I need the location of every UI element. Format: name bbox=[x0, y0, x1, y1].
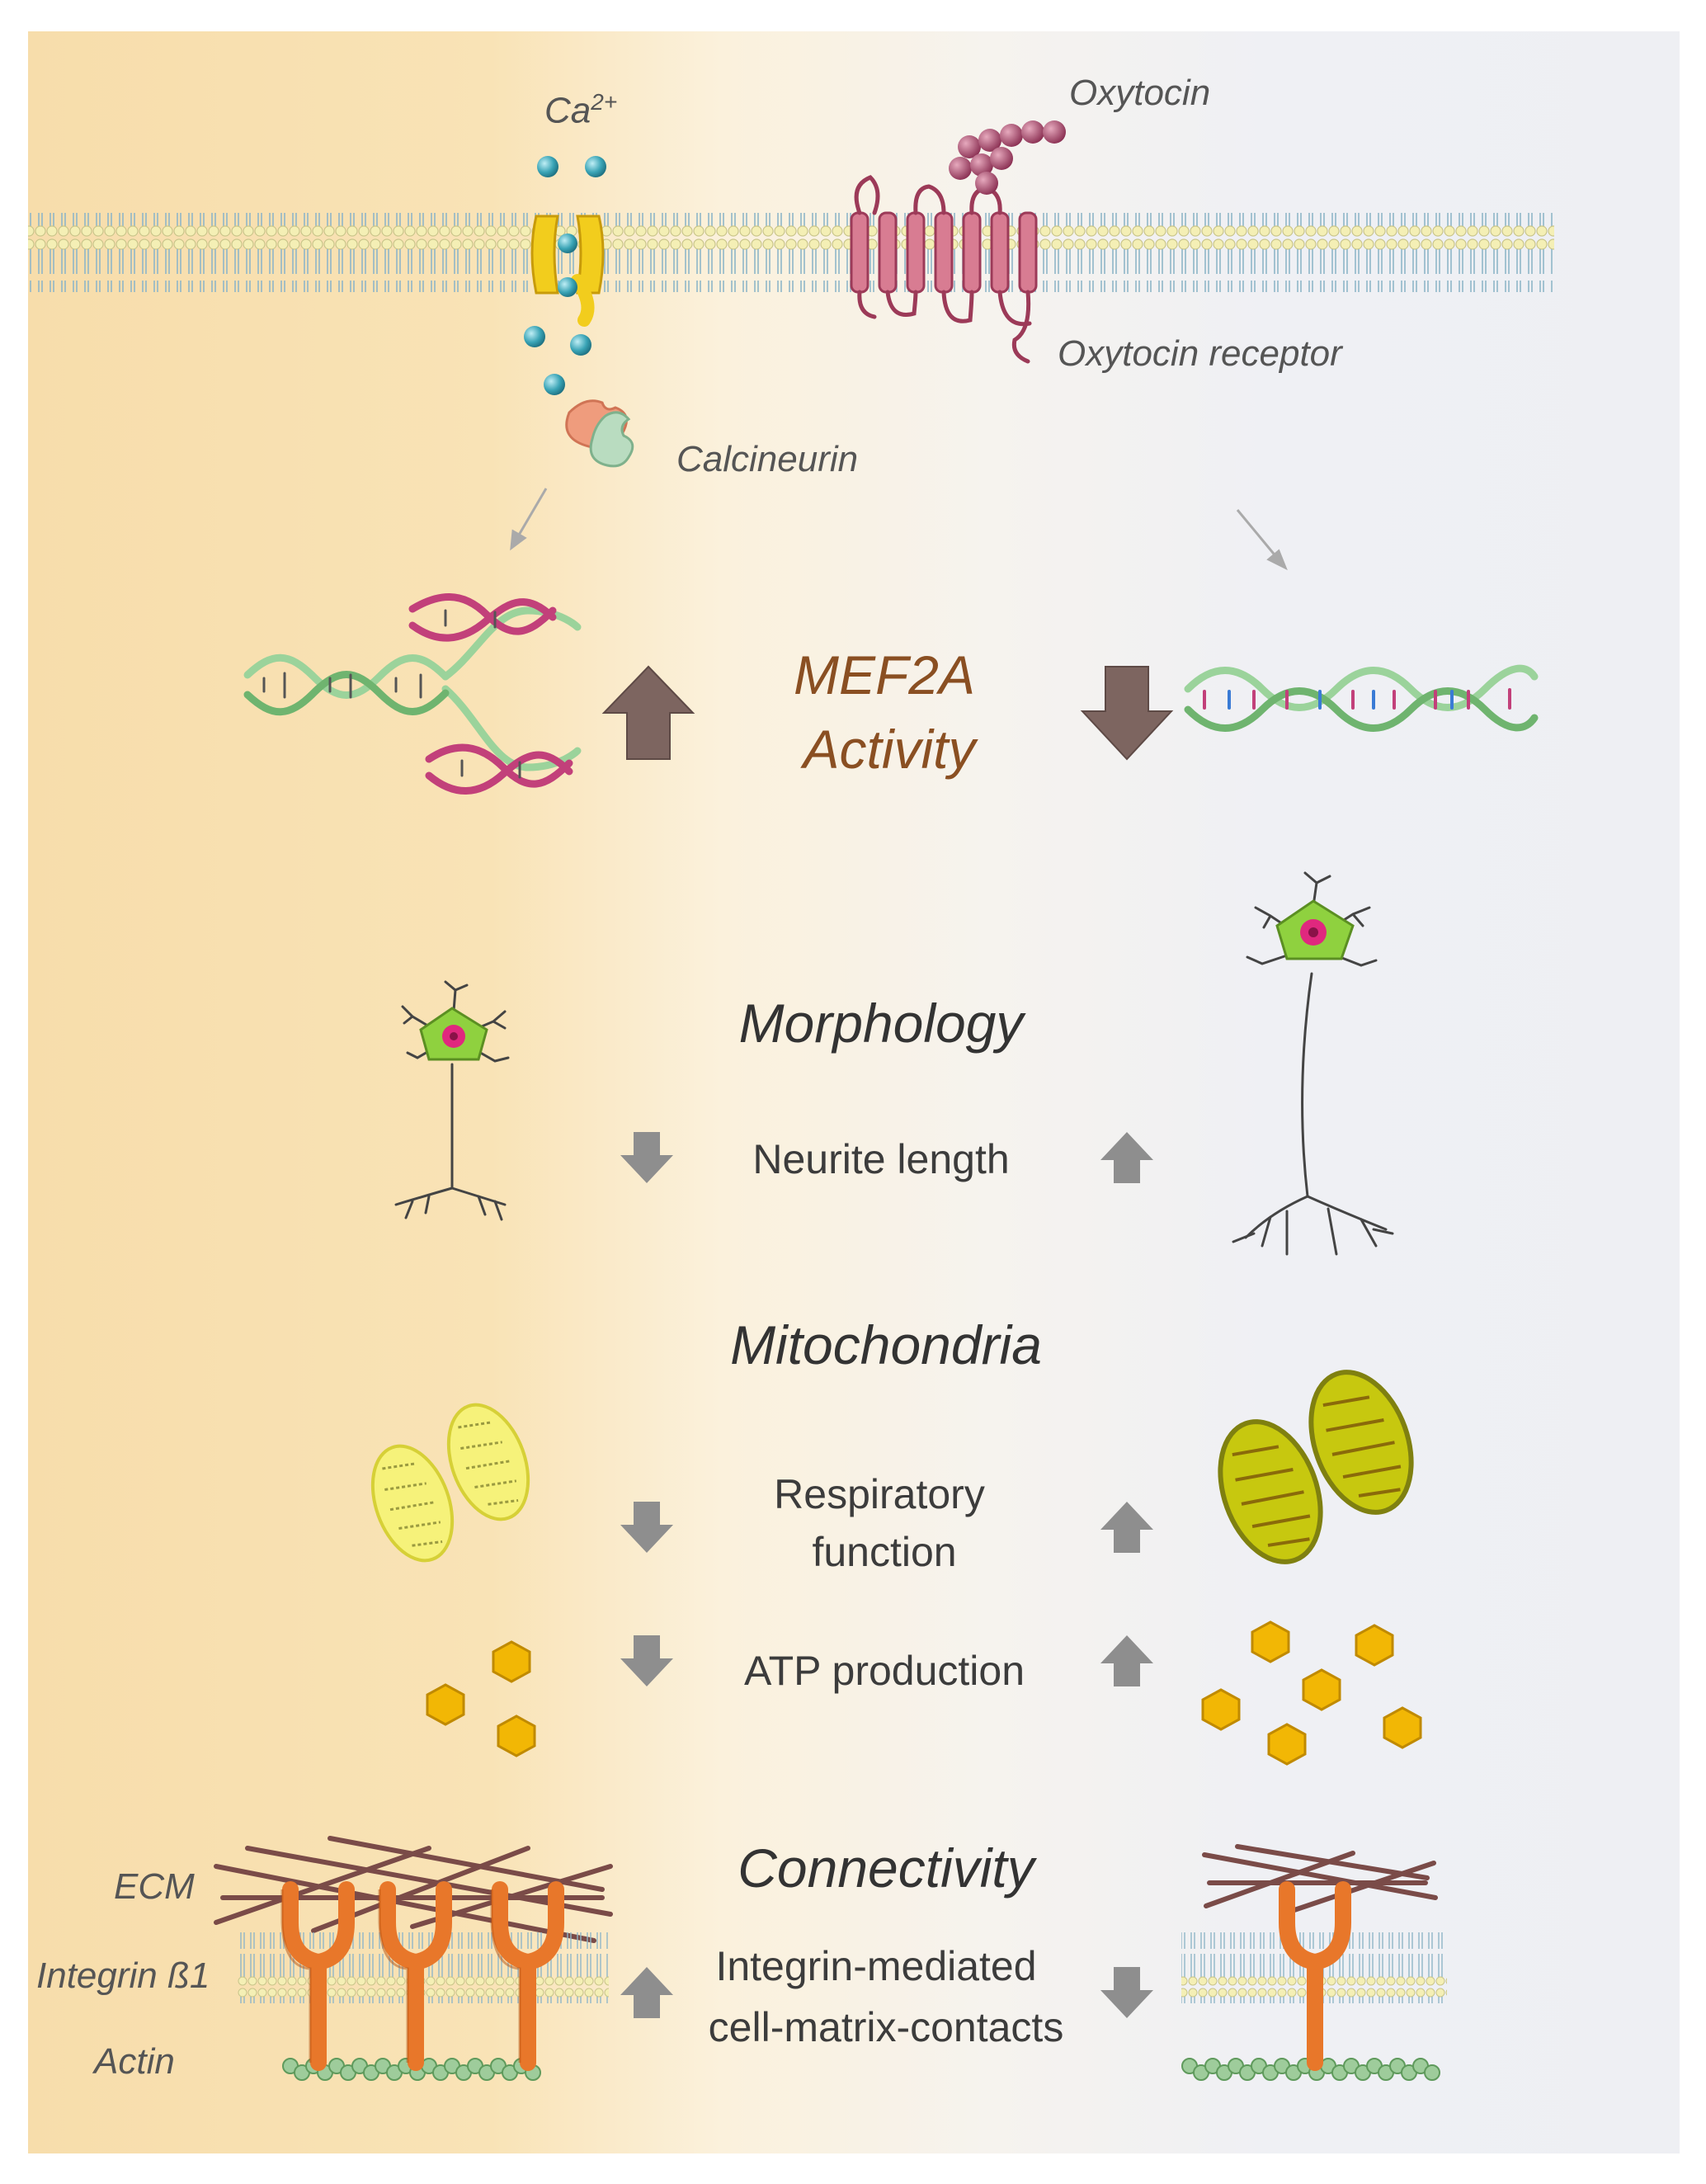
actin-right-icon bbox=[1181, 2058, 1440, 2081]
integrin-right-icon bbox=[1279, 1881, 1351, 2071]
oxytocin-peptide-icon bbox=[949, 120, 1066, 195]
calcineurin-label: Calcineurin bbox=[676, 439, 859, 479]
neurite-length-label: Neurite length bbox=[752, 1136, 1010, 1182]
integrin-mediated-label: Integrin-mediated bbox=[715, 1943, 1037, 1989]
mef2a-title: MEF2A bbox=[793, 644, 976, 705]
integrin-up-arrow-icon bbox=[620, 1967, 673, 2018]
pathway-arrow-left bbox=[510, 488, 548, 551]
mitochondria-pale-icon bbox=[370, 1403, 530, 1563]
oxytocin-label: Oxytocin bbox=[1069, 73, 1211, 113]
function-label: function bbox=[812, 1529, 957, 1575]
atp-few-icon bbox=[426, 1640, 536, 1757]
receptor-loops bbox=[854, 175, 1032, 364]
dna-helix-icon bbox=[1184, 664, 1539, 732]
atp-down-arrow-icon bbox=[620, 1635, 673, 1686]
ecm-label: ECM bbox=[114, 1866, 195, 1907]
integrin-down-arrow-icon bbox=[1100, 1967, 1153, 2018]
integrin-b1-label: Integrin ß1 bbox=[36, 1955, 210, 1996]
short-neuron-icon bbox=[394, 980, 510, 1221]
calcium-label: Ca2+ bbox=[544, 89, 618, 131]
atp-many-icon bbox=[1201, 1620, 1422, 1766]
integrin-left-icons bbox=[282, 1881, 564, 2071]
ecm-mesh-right-icon bbox=[1202, 1844, 1438, 1915]
calcium-superscript: 2+ bbox=[591, 89, 618, 115]
dna-unwinding-icon bbox=[243, 593, 582, 795]
mitochondria-heading: Mitochondria bbox=[730, 1314, 1042, 1375]
morphology-heading: Morphology bbox=[738, 993, 1024, 1054]
actin-label: Actin bbox=[94, 2041, 175, 2082]
calcium-ion-icons bbox=[524, 156, 606, 395]
mef2a-down-arrow-icon bbox=[1080, 666, 1174, 761]
connectivity-heading: Connectivity bbox=[738, 1837, 1034, 1899]
respiratory-up-arrow-icon bbox=[1100, 1502, 1153, 1553]
respiratory-label: Respiratory bbox=[774, 1471, 985, 1517]
mitochondria-healthy-icon bbox=[1218, 1370, 1414, 1564]
cell-matrix-contacts-label: cell-matrix-contacts bbox=[708, 2004, 1064, 2050]
calcineurin-icon bbox=[565, 399, 634, 468]
calcium-channel-icon bbox=[530, 215, 605, 327]
mef2a-activity: Activity bbox=[803, 719, 976, 780]
cell-membrane-top bbox=[28, 213, 1554, 292]
integrin-left-outline bbox=[280, 1889, 521, 2063]
pathway-arrow-right bbox=[1236, 509, 1288, 571]
background-panel bbox=[28, 31, 1680, 2153]
long-neuron-icon bbox=[1232, 871, 1394, 1256]
oxytocin-receptor-icon bbox=[850, 211, 1038, 294]
respiratory-down-arrow-icon bbox=[620, 1502, 673, 1553]
neurite-up-arrow-icon bbox=[1100, 1132, 1153, 1183]
atp-production-label: ATP production bbox=[743, 1648, 1025, 1694]
neurite-down-arrow-icon bbox=[620, 1132, 673, 1183]
mef2a-up-arrow-icon bbox=[601, 665, 695, 760]
oxytocin-receptor-label: Oxytocin receptor bbox=[1058, 333, 1342, 374]
atp-up-arrow-icon bbox=[1100, 1635, 1153, 1686]
